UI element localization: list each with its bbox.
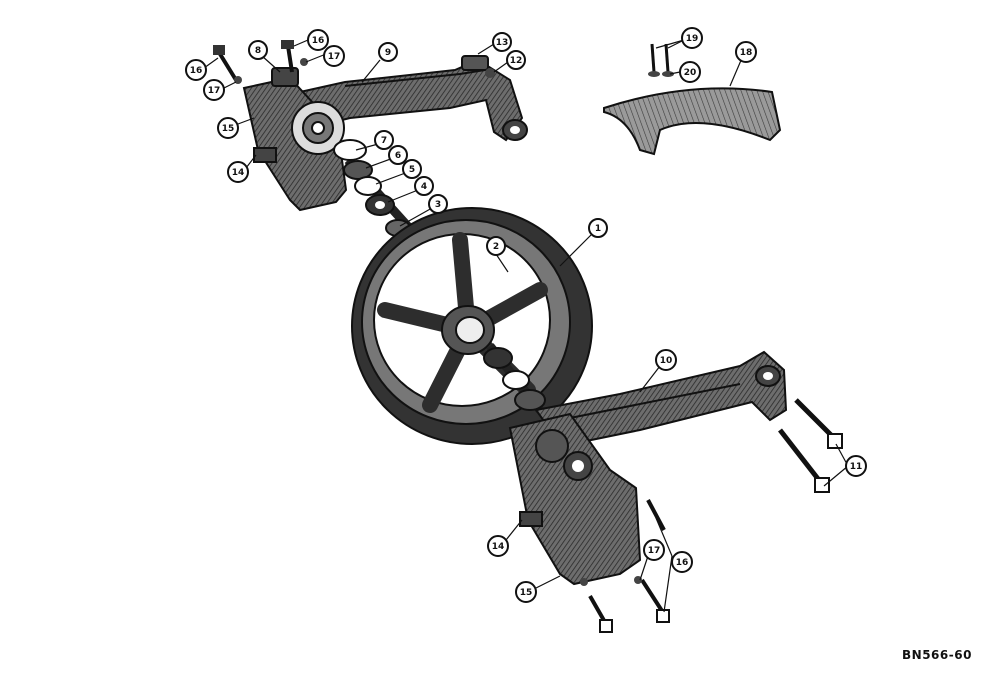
callout-13: 13 xyxy=(492,32,512,52)
callout-9: 9 xyxy=(378,42,398,62)
callout-18: 18 xyxy=(735,41,757,63)
svg-text:12: 12 xyxy=(510,56,523,66)
callout-3: 3 xyxy=(428,194,448,214)
svg-text:3: 3 xyxy=(435,200,441,210)
svg-text:14: 14 xyxy=(232,168,245,178)
svg-text:15: 15 xyxy=(520,588,533,598)
drawing-code: BN566-60 xyxy=(902,648,972,662)
svg-text:16: 16 xyxy=(190,66,203,76)
callout-17-left: 17 xyxy=(203,79,225,101)
callout-leaders xyxy=(203,39,849,613)
svg-text:10: 10 xyxy=(660,356,673,366)
callouts: 1 2 3 4 5 6 7 8 9 10 11 12 13 14 14 15 1… xyxy=(185,27,867,603)
svg-text:19: 19 xyxy=(686,34,699,44)
lower-arm xyxy=(534,350,788,448)
svg-text:20: 20 xyxy=(684,68,697,78)
svg-text:8: 8 xyxy=(255,46,261,56)
belt-guard xyxy=(603,43,782,156)
svg-text:15: 15 xyxy=(222,124,235,134)
callout-16-left: 16 xyxy=(185,59,207,81)
svg-text:4: 4 xyxy=(421,182,427,192)
callout-17-top: 17 xyxy=(323,45,345,67)
svg-text:6: 6 xyxy=(395,151,401,161)
svg-text:17: 17 xyxy=(208,86,221,96)
callout-14-upper: 14 xyxy=(227,161,249,183)
lower-shaft-spacers xyxy=(483,343,546,413)
callout-7: 7 xyxy=(374,130,394,150)
upper-arm xyxy=(298,55,528,142)
bolts-11 xyxy=(778,398,843,493)
lower-bolts xyxy=(580,499,670,633)
svg-text:17: 17 xyxy=(328,52,341,62)
callout-8: 8 xyxy=(248,40,268,60)
svg-text:5: 5 xyxy=(409,165,415,175)
svg-text:14: 14 xyxy=(492,542,505,552)
upper-bolts xyxy=(213,40,495,84)
svg-text:18: 18 xyxy=(740,48,753,58)
callout-16-top: 16 xyxy=(307,29,329,51)
callout-4: 4 xyxy=(414,176,434,196)
callout-1: 1 xyxy=(588,218,608,238)
svg-text:1: 1 xyxy=(595,224,601,234)
svg-text:16: 16 xyxy=(312,36,325,46)
callout-16-lower: 16 xyxy=(671,551,693,573)
callout-19: 19 xyxy=(681,27,703,49)
callout-12: 12 xyxy=(506,50,526,70)
svg-text:13: 13 xyxy=(496,38,509,48)
svg-text:16: 16 xyxy=(676,558,689,568)
callout-10: 10 xyxy=(655,349,677,371)
svg-text:11: 11 xyxy=(850,462,863,472)
callout-11: 11 xyxy=(845,455,867,477)
callout-14-lower: 14 xyxy=(487,535,509,557)
callout-15-lower: 15 xyxy=(515,581,537,603)
svg-text:2: 2 xyxy=(493,242,499,252)
callout-6: 6 xyxy=(388,145,408,165)
svg-text:9: 9 xyxy=(385,48,391,58)
upper-bearing-housing xyxy=(242,67,348,212)
svg-text:7: 7 xyxy=(381,136,387,146)
callout-2: 2 xyxy=(486,236,506,256)
callout-17-lower: 17 xyxy=(643,539,665,561)
callout-5: 5 xyxy=(402,159,422,179)
callout-20: 20 xyxy=(679,61,701,83)
callout-15-upper: 15 xyxy=(217,117,239,139)
lower-bearing-housing xyxy=(508,412,642,586)
svg-text:17: 17 xyxy=(648,546,661,556)
